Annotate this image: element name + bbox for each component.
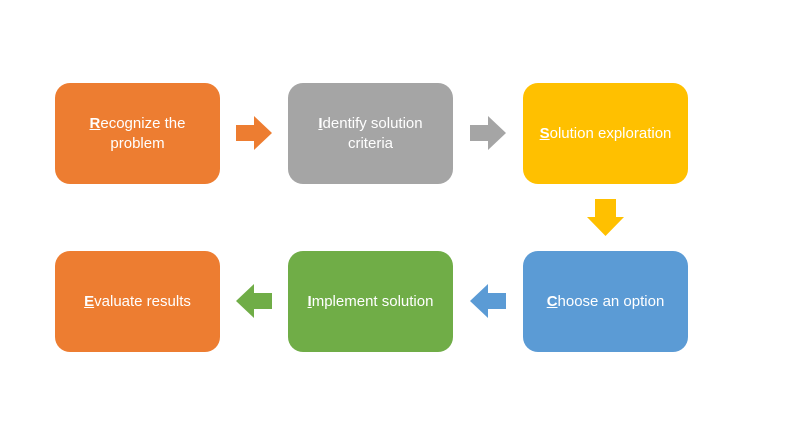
arrow-implement-to-evaluate-icon: [236, 284, 272, 318]
flow-step-label: Solution exploration: [539, 124, 672, 142]
arrow-identify-to-exploration-icon: [470, 116, 506, 150]
arrow-exploration-to-choose-icon: [587, 199, 624, 236]
flow-step-label: Identify solution criteria: [318, 115, 423, 152]
flow-step-evaluate-results: Evaluate results: [55, 251, 220, 352]
flow-step-identify-solution-criteria: Identify solution criteria: [288, 83, 453, 184]
flow-step-label: Choose an option: [546, 292, 665, 310]
flow-step-label: Implement solution: [307, 292, 434, 310]
flow-step-choose-an-option: Choose an option: [523, 251, 688, 352]
arrow-recognize-to-identify-icon: [236, 116, 272, 150]
flow-step-solution-exploration: Solution exploration: [523, 83, 688, 184]
flow-step-recognize-the-problem: Recognize the problem: [55, 83, 220, 184]
flow-step-label: Recognize the problem: [89, 115, 186, 152]
flow-step-label: Evaluate results: [84, 292, 191, 310]
arrow-choose-to-implement-icon: [470, 284, 506, 318]
flow-step-implement-solution: Implement solution: [288, 251, 453, 352]
